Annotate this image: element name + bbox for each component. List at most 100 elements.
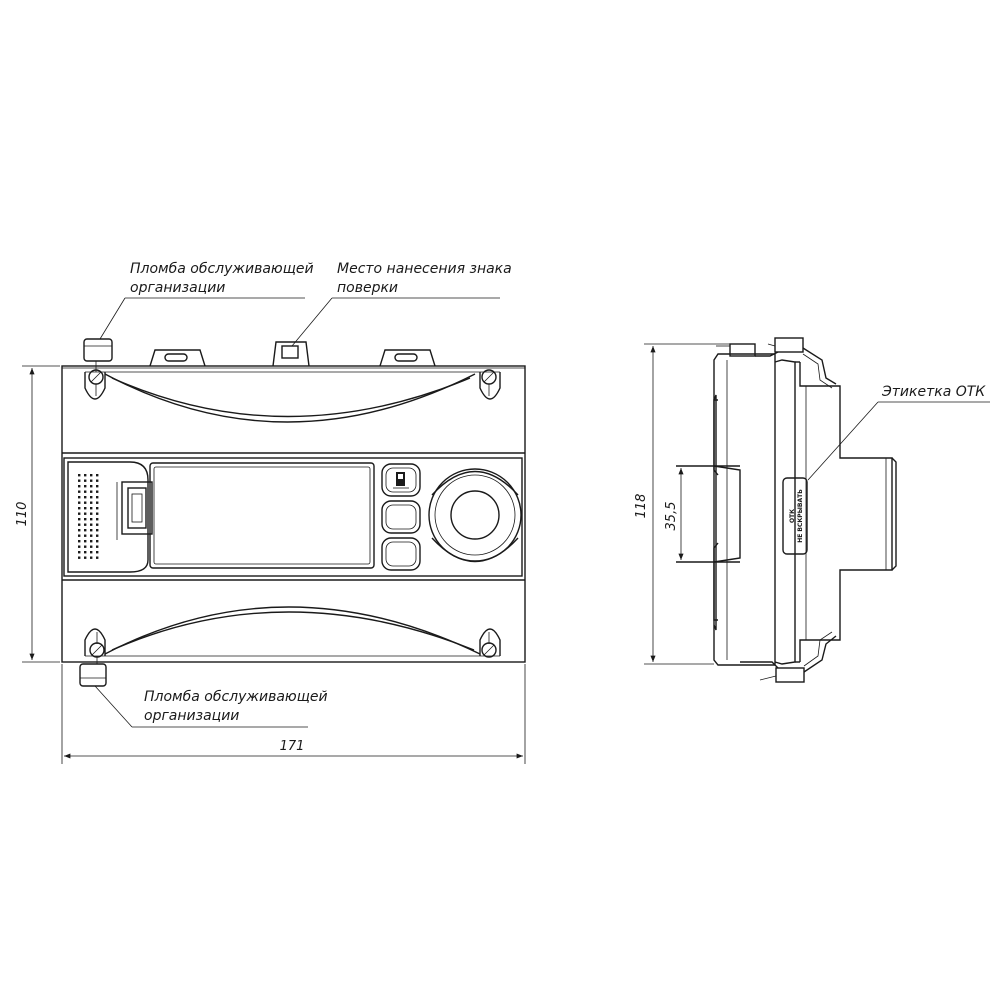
vent-dot — [96, 529, 99, 532]
din-rail — [676, 465, 741, 563]
ventilation-grid — [78, 474, 99, 559]
vent-dot — [96, 474, 99, 477]
seal-top-label-line1: Пломба обслуживающей — [130, 261, 314, 277]
vent-dot — [96, 485, 99, 488]
vent-dot — [96, 540, 99, 543]
vent-dot — [84, 523, 87, 526]
leader-verification — [291, 297, 500, 347]
side-view: ОТК НЕ ВСКРЫВАТЬ Этикетка ОТК 118 35,5 — [634, 337, 990, 683]
vent-dot — [90, 512, 93, 515]
vent-dot — [90, 496, 93, 499]
otk-label: Этикетка ОТК — [881, 384, 986, 400]
dimension-side-height: 118 — [634, 343, 730, 665]
top-mounting-tabs — [149, 341, 436, 367]
seal-screw-top-right — [481, 369, 497, 396]
rail-height-value: 35,5 — [664, 502, 679, 531]
vent-dot — [96, 551, 99, 554]
button-lower-key[interactable] — [381, 537, 421, 571]
dimension-front-height: 110 — [15, 365, 60, 663]
front-panel — [63, 457, 523, 577]
leader-seal-top — [99, 297, 305, 340]
bottom-terminal-cover — [84, 606, 501, 657]
verification-label-line2: поверки — [337, 280, 398, 296]
vent-dot — [96, 496, 99, 499]
vent-dot — [78, 490, 81, 493]
vent-dot — [96, 545, 99, 548]
vent-dot — [90, 545, 93, 548]
vent-dot — [78, 501, 81, 504]
vent-dot — [84, 479, 87, 482]
otk-sticker — [782, 477, 808, 555]
menu-icon — [393, 472, 409, 489]
vent-dot — [78, 551, 81, 554]
vent-dot — [78, 479, 81, 482]
vent-dot — [78, 518, 81, 521]
vent-dot — [78, 512, 81, 515]
vent-dot — [84, 540, 87, 543]
side-front-housing — [774, 359, 796, 665]
front-width-value: 171 — [280, 739, 305, 754]
vent-dot — [84, 496, 87, 499]
vent-dot — [90, 523, 93, 526]
vent-dot — [84, 529, 87, 532]
vent-dot — [84, 512, 87, 515]
vent-dot — [90, 474, 93, 477]
verification-label-line1: Место нанесения знака — [337, 261, 512, 277]
vent-dot — [90, 534, 93, 537]
vent-dot — [78, 540, 81, 543]
button-middle-key[interactable] — [381, 500, 421, 534]
leader-seal-bottom — [94, 685, 308, 728]
vent-dot — [96, 523, 99, 526]
dimension-front-width: 171 — [61, 664, 526, 764]
vent-dot — [78, 534, 81, 537]
vent-dot — [78, 556, 81, 559]
vent-dot — [90, 507, 93, 510]
otk-sticker-line1: ОТК — [789, 509, 796, 523]
display-window — [149, 462, 375, 569]
vent-dot — [96, 490, 99, 493]
vent-dot — [84, 474, 87, 477]
seal-screw-top-left — [88, 369, 104, 396]
interface-connector — [116, 481, 153, 540]
vent-dot — [90, 529, 93, 532]
vent-dot — [90, 518, 93, 521]
vent-dot — [84, 507, 87, 510]
seal-bottom-label-line2: организации — [144, 708, 239, 724]
vent-dot — [78, 507, 81, 510]
vent-dot — [90, 551, 93, 554]
device-body — [61, 365, 526, 663]
side-height-value: 118 — [634, 494, 649, 519]
seal-bottom-label-line1: Пломба обслуживающей — [144, 689, 328, 705]
seal-screw-bottom-right — [481, 632, 497, 658]
top-terminal-cover — [84, 371, 501, 423]
vent-dot — [78, 523, 81, 526]
button-menu-key[interactable] — [381, 463, 421, 497]
leader-otk — [807, 401, 990, 481]
front-height-value: 110 — [15, 502, 30, 527]
front-view: 110 171 Пломба обслуживающей организации… — [15, 261, 526, 764]
vent-dot — [84, 518, 87, 521]
vent-dot — [84, 534, 87, 537]
vent-dot — [78, 474, 81, 477]
vent-dot — [84, 556, 87, 559]
seal-top — [83, 338, 113, 372]
vent-dot — [96, 512, 99, 515]
dimension-rail-height: 35,5 — [664, 468, 684, 560]
vent-dot — [84, 490, 87, 493]
vent-dot — [78, 545, 81, 548]
vent-dot — [84, 551, 87, 554]
side-top-clips — [716, 337, 837, 389]
seal-top-label-line2: организации — [130, 280, 225, 296]
vent-dot — [84, 501, 87, 504]
vent-dot — [90, 501, 93, 504]
vent-dot — [78, 529, 81, 532]
vent-dot — [90, 556, 93, 559]
seal-screw-bottom-left — [89, 632, 105, 658]
vent-dot — [96, 556, 99, 559]
vent-dot — [96, 501, 99, 504]
rotary-knob[interactable] — [428, 468, 522, 563]
vent-dot — [90, 485, 93, 488]
vent-dot — [90, 490, 93, 493]
vent-dot — [78, 485, 81, 488]
side-bottom-clips — [740, 631, 837, 683]
